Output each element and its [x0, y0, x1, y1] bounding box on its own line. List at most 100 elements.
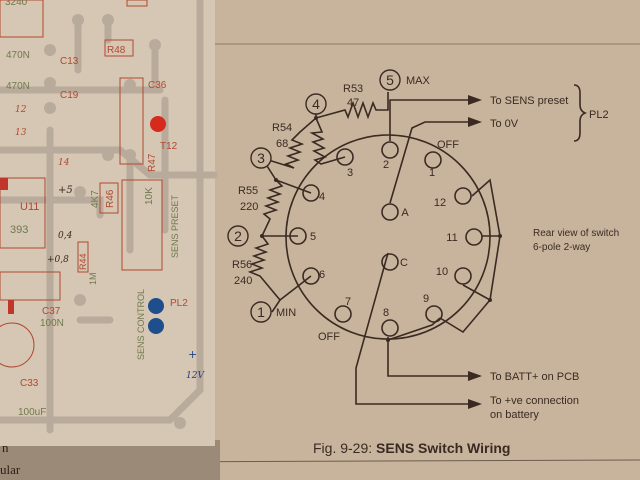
bottom-rule	[139, 459, 640, 463]
contact-label: C	[400, 257, 408, 269]
position-label: MAX	[406, 75, 431, 87]
contact-2	[381, 141, 399, 159]
resistor-chain	[247, 92, 389, 313]
position-number: 5	[386, 72, 394, 88]
pcb-label: 10K	[144, 187, 155, 205]
pcb-label: SENS PRESET	[170, 194, 180, 258]
pcb-label: PL2	[170, 298, 188, 309]
batt-ve-label: To +ve connection	[490, 395, 579, 407]
pcb-label: C37	[42, 306, 61, 317]
contact-label: 9	[423, 293, 429, 305]
pcb-label: 100uF	[18, 407, 46, 418]
contact-7	[334, 305, 352, 323]
batt-ve-label-line2: on battery	[490, 409, 539, 421]
resistor-label: R53	[343, 83, 363, 95]
zero-v-label: To 0V	[490, 118, 519, 130]
resistor-value: 220	[240, 201, 258, 213]
contact-9	[425, 305, 443, 323]
arrow-icon	[468, 95, 482, 105]
resistor-label: R55	[238, 185, 258, 197]
contact-label: 10	[436, 266, 448, 278]
contact-label: 3	[347, 167, 353, 179]
position-number: 2	[234, 228, 242, 244]
position-2-marker	[227, 225, 249, 247]
position-number: 3	[257, 150, 265, 166]
position-number: 1	[257, 304, 265, 320]
switch-note-line2: 6-pole 2-way	[533, 242, 590, 253]
pcb-label: 1M	[88, 272, 98, 285]
pl2-bracket	[573, 84, 588, 142]
pcb-label: R46	[105, 189, 116, 208]
pcb-label: C19	[60, 90, 79, 101]
contact-label: 7	[345, 296, 351, 308]
caption-prefix: Fig. 9-29:	[313, 440, 372, 456]
handwritten-note: 0,4	[58, 231, 73, 241]
handwritten-note: +0,8	[47, 255, 69, 265]
pcb-label: 100N	[40, 318, 64, 329]
contact-1	[424, 151, 442, 169]
pcb-label: R44	[78, 253, 88, 270]
pcb-label: C33	[20, 378, 39, 389]
position-number: 4	[312, 96, 320, 112]
caption-title: SENS Switch Wiring	[376, 440, 510, 456]
resistor-label: R56	[232, 259, 252, 271]
book-page	[205, 0, 640, 480]
contact-11	[465, 228, 483, 246]
page-text: ular	[0, 462, 21, 477]
resistor-value: 240	[234, 275, 252, 287]
contact-label: 5	[310, 231, 316, 243]
contact-10	[454, 267, 472, 285]
pcb-label: R48	[107, 45, 126, 56]
pcb-label: U11	[20, 201, 39, 213]
contact-label: 6	[319, 269, 325, 281]
switch-note: Rear view of switch	[533, 228, 619, 239]
off-label: OFF	[437, 139, 459, 151]
pcb-label: 4K7	[90, 190, 101, 208]
contact-label: 11	[446, 232, 457, 244]
contact-label: 4	[319, 191, 325, 203]
pcb-label: 470N	[6, 50, 30, 61]
arrow-icon	[468, 117, 482, 127]
page-text: n	[2, 440, 9, 455]
position-markers: 5 MAX 4 3 2 1 MIN	[227, 69, 431, 323]
handwritten-note: 14	[58, 158, 70, 168]
position-5-marker	[379, 69, 401, 91]
pcb-label: C36	[148, 80, 167, 91]
handwritten-note: 12	[15, 105, 27, 115]
position-1-marker	[250, 301, 272, 323]
off-label: OFF	[318, 331, 340, 343]
pcb-label: 393	[10, 224, 28, 236]
resistor-value: 68	[276, 138, 288, 150]
arrow-icon	[468, 371, 482, 381]
handwritten-note: 13	[15, 128, 27, 138]
figure-caption: Fig. 9-29: SENS Switch Wiring	[313, 440, 510, 456]
contact-label: A	[401, 207, 409, 219]
pcb-label: 3240	[5, 0, 28, 8]
arrow-icon	[468, 399, 482, 409]
pl2-label: PL2	[589, 109, 609, 121]
contact-a	[381, 203, 399, 221]
contact-12	[454, 187, 472, 205]
pcb-label: R47	[147, 153, 158, 172]
pcb-label: T12	[160, 141, 178, 152]
contact-label: 12	[434, 197, 446, 209]
handwritten-note: +	[188, 348, 197, 361]
pcb-label: 470N	[6, 81, 30, 92]
position-3-marker	[250, 147, 272, 169]
pcb-label: SENS CONTROL	[136, 289, 146, 360]
resistor-label: R54	[272, 122, 292, 134]
contact-label: 8	[383, 307, 389, 319]
pcb-layout-photo: 3240 470N C13 R48 470N C19 C36 T12 R47 4…	[0, 0, 220, 480]
position-4-marker	[305, 93, 327, 115]
contact-label: 2	[383, 159, 389, 171]
handwritten-note: 12V	[186, 371, 205, 381]
sens-preset-label: To SENS preset	[490, 95, 568, 107]
batt-pcb-label: To BATT+ on PCB	[490, 371, 579, 383]
position-label: MIN	[276, 307, 296, 319]
contact-label: 1	[429, 167, 435, 179]
pcb-label: C13	[60, 56, 79, 67]
resistor-value: 47	[347, 97, 359, 109]
handwritten-note: +5	[58, 185, 73, 196]
